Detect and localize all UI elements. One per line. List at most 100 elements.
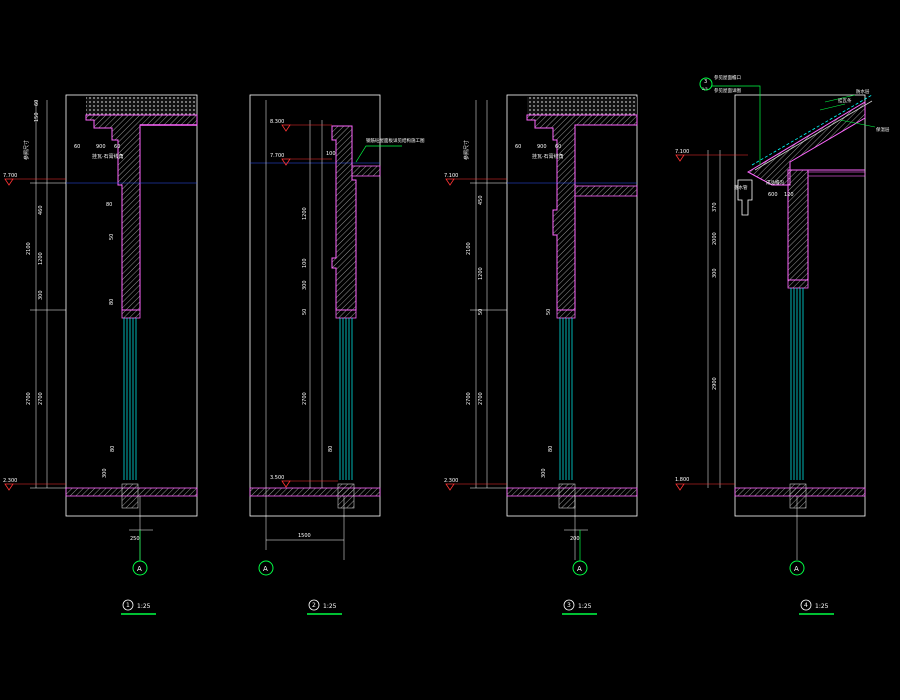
detail-3-callout-a: 60 <box>515 144 521 150</box>
detail-1-dim-d: 2100 <box>26 242 32 255</box>
detail-2-dim-f: 2700 <box>302 392 308 405</box>
detail-4-callout-b: 120 <box>784 192 794 198</box>
detail-2-number: 2 <box>312 602 316 609</box>
detail-3-note: 挂瓦·石膏线角 <box>532 153 564 160</box>
detail-3 <box>445 94 638 615</box>
detail-4-note-e: 保温层 <box>876 126 890 133</box>
detail-1-note: 挂瓦·石膏线角 <box>92 153 124 160</box>
detail-2-note: 钢筋砼屋面板详见结构施工图 <box>366 137 425 144</box>
detail-1 <box>4 94 198 615</box>
detail-3-bottom-dim: 200 <box>570 536 580 542</box>
detail-4-note-g: 成品檐沟 <box>766 179 784 186</box>
detail-3-callout-c: 60 <box>555 144 561 150</box>
detail-4-note-b: 参见屋面详图 <box>714 87 741 94</box>
detail-3-dim-e: 2700 <box>466 392 472 405</box>
detail-4-scale: 1:25 <box>815 603 829 610</box>
detail-2-dim-a: 100 <box>326 151 336 157</box>
detail-3-dim-b: 2100 <box>466 242 472 255</box>
detail-2-dim-d: 300 <box>302 280 308 290</box>
detail-2-elevation-b: 7.700 <box>270 153 284 159</box>
detail-1-callout-d: 80 <box>106 202 112 208</box>
detail-3-scale: 1:25 <box>578 603 592 610</box>
detail-1-frame <box>65 94 198 517</box>
detail-4-axis-label: A <box>794 565 799 573</box>
detail-1-dim-c: 460 <box>38 205 44 215</box>
detail-3-callout-d: 50 <box>546 309 552 315</box>
detail-3-frame <box>506 94 638 517</box>
detail-1-callout-b: 900 <box>96 144 106 150</box>
detail-2-axis-bubble <box>258 560 274 576</box>
detail-4 <box>675 77 876 615</box>
detail-2-dim-g: 80 <box>328 446 334 452</box>
detail-4-note-f: 落水管 <box>734 184 748 191</box>
detail-4-frame <box>734 94 866 517</box>
detail-3-dim-c: 1200 <box>478 267 484 280</box>
detail-1-callout-a: 60 <box>74 144 80 150</box>
detail-4-note-d: 挂瓦条 <box>838 97 852 104</box>
detail-3-window-glass <box>559 318 573 480</box>
detail-2-dim-c: 100 <box>302 258 308 268</box>
detail-1-dim-j: 300 <box>102 468 108 478</box>
detail-1-dim-h: 2700 <box>38 392 44 405</box>
detail-3-cornice <box>526 114 638 311</box>
detail-1-window-glass <box>123 318 137 480</box>
detail-4-number: 4 <box>804 602 808 609</box>
detail-2-dim-b: 1200 <box>302 207 308 220</box>
detail-4-callout-a: 600 <box>768 192 778 198</box>
detail-3-axis-label: A <box>577 565 582 573</box>
detail-1-roof-slab <box>86 97 196 115</box>
detail-2-scale: 1:25 <box>323 603 337 610</box>
detail-1-axis-label: A <box>137 565 142 573</box>
detail-2-floor-slab <box>249 487 381 497</box>
detail-4-leader-sub: 2/3 <box>702 87 708 91</box>
detail-1-callout-c: 60 <box>114 144 120 150</box>
detail-1-dim-b: 150 <box>34 112 40 122</box>
detail-1-bottom-dim: 250 <box>130 536 140 542</box>
detail-4-gutter <box>737 179 753 216</box>
detail-1-number: 1 <box>126 602 130 609</box>
detail-2-bottom-dim: 1500 <box>298 533 311 539</box>
detail-3-number: 3 <box>567 602 571 609</box>
detail-4-leader-bubble <box>699 77 713 91</box>
detail-4-leader-number: 3 <box>704 79 707 85</box>
detail-2-elevation-a: 8.300 <box>270 119 284 125</box>
detail-4-window-glass <box>790 288 804 480</box>
detail-3-side-label: 参照尺寸 <box>463 140 470 160</box>
detail-2-window-glass <box>339 318 353 480</box>
detail-1-dim-i: 80 <box>110 446 116 452</box>
detail-2-elevation-c: 3.500 <box>270 475 284 481</box>
detail-2-parapet-wall <box>331 125 357 311</box>
detail-1-elevation-top: 7.700 <box>3 173 17 179</box>
detail-3-elevation-top: 7.100 <box>444 173 458 179</box>
detail-3-dim-g: 80 <box>548 446 554 452</box>
detail-1-side-label: 参照尺寸 <box>23 140 30 160</box>
detail-3-dim-d: 50 <box>478 309 484 315</box>
detail-3-dim-f: 2700 <box>478 392 484 405</box>
detail-3-elevation-bottom: 2.300 <box>444 478 458 484</box>
detail-4-elevation-top: 7.100 <box>675 149 689 155</box>
detail-1-dim-g: 2700 <box>26 392 32 405</box>
detail-2-dim-e: 50 <box>302 309 308 315</box>
detail-2-frame <box>249 94 381 517</box>
detail-3-callout-b: 900 <box>537 144 547 150</box>
detail-1-callout-f: 80 <box>109 299 115 305</box>
detail-4-axis-bubble <box>789 560 805 576</box>
detail-4-elevation-bottom: 1.800 <box>675 477 689 483</box>
detail-4-wall <box>787 169 809 281</box>
detail-4-note-c: 防水层 <box>856 88 870 95</box>
detail-1-elevation-bottom: 2.300 <box>3 478 17 484</box>
detail-1-dim-f: 300 <box>38 290 44 300</box>
detail-2 <box>249 94 402 615</box>
detail-1-dim-e: 1200 <box>38 252 44 265</box>
detail-4-dim-b: 2000 <box>712 232 718 245</box>
detail-3-dim-h: 300 <box>541 468 547 478</box>
detail-4-dim-c: 300 <box>712 268 718 278</box>
detail-1-callout-e: 50 <box>109 234 115 240</box>
detail-1-scale: 1:25 <box>137 603 151 610</box>
detail-1-dimension-column <box>30 100 66 489</box>
detail-4-note-a: 参见屋面檐口 <box>714 74 741 81</box>
detail-2-axis-label: A <box>263 565 268 573</box>
detail-4-dim-a: 370 <box>712 202 718 212</box>
detail-4-dim-d: 2900 <box>712 377 718 390</box>
